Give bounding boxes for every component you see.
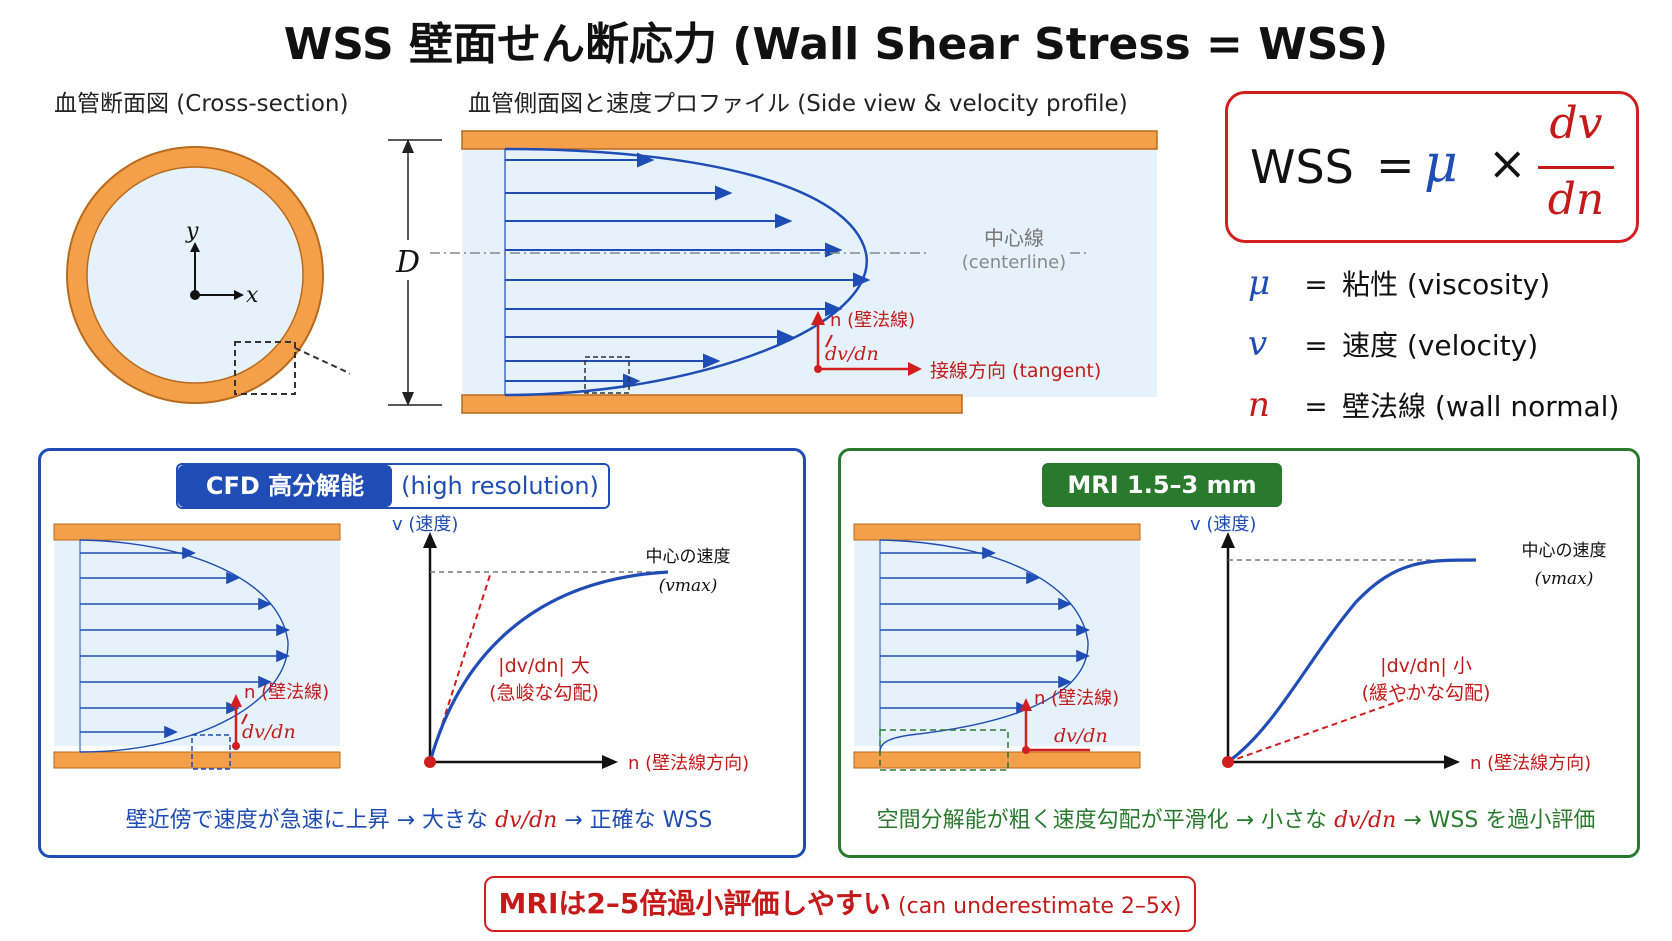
- side-gradient-label: dv/dn: [825, 343, 879, 365]
- cfd-caption-b: dv/dn: [495, 808, 558, 833]
- formula-times: ×: [1488, 136, 1527, 190]
- cfd-gradient-label: dv/dn: [242, 721, 296, 743]
- legend-mu-symbol: μ: [1248, 263, 1271, 303]
- cfd-y-axis-label: v (速度): [392, 514, 458, 535]
- mri-vmax: (vmax): [1535, 569, 1594, 589]
- centerline-en-label: (centerline): [962, 252, 1066, 273]
- mri-gradient-label: dv/dn: [1054, 725, 1108, 747]
- mri-x-axis-label: n (壁法線方向): [1470, 753, 1591, 774]
- bottom-wall: [461, 394, 963, 414]
- cfd-caption-c: → 正確な WSS: [557, 808, 713, 833]
- cfd-normal-label: n (壁法線): [244, 682, 329, 703]
- cfd-tag-dark: CFD 高分解能: [178, 465, 392, 507]
- top-wall: [461, 130, 1158, 150]
- cfd-x-axis-label: n (壁法線方向): [628, 753, 749, 774]
- velocity-arrows: [505, 152, 871, 389]
- legend-v-eq: =: [1304, 329, 1328, 362]
- zoom-connector: [294, 347, 350, 375]
- tangent-label: 接線方向 (tangent): [930, 360, 1101, 382]
- formula-mu: μ: [1424, 134, 1458, 194]
- cfd-slope-label-1: |dv/dn| 大: [498, 655, 590, 677]
- banner-weak: (can underestimate 2–5x): [891, 894, 1182, 919]
- origin-dot: [190, 290, 200, 300]
- cfd-caption-a: 壁近傍で速度が急速に上昇 → 大きな: [125, 808, 496, 833]
- zoom-box: [234, 341, 296, 395]
- side-lumen: [462, 147, 1157, 397]
- mri-zoom-box: [879, 729, 1009, 771]
- legend-v-text: 速度 (velocity): [1342, 329, 1539, 362]
- banner-strong: MRIは2–5倍過小評価しやすい: [498, 887, 892, 920]
- velocity-profile-curve: [504, 147, 868, 397]
- mri-caption: 空間分解能が粗く速度勾配が平滑化 → 小さな dv/dn → WSS を過小評価: [840, 802, 1632, 834]
- mri-caption-b: dv/dn: [1334, 808, 1397, 833]
- legend-n-eq: =: [1304, 390, 1328, 423]
- side-view-heading: 血管側面図と速度プロファイル (Side view & velocity pro…: [468, 91, 1128, 117]
- wss-formula-box: WSS = μ × dv dn: [1225, 91, 1639, 243]
- cfd-vmax: (vmax): [659, 576, 718, 596]
- mri-velocity-curve: [1227, 558, 1477, 764]
- legend-mu-text: 粘性 (viscosity): [1342, 268, 1551, 301]
- cross-section-heading: 血管断面図 (Cross-section): [54, 91, 349, 117]
- page-title: WSS 壁面せん断応力 (Wall Shear Stress = WSS): [283, 19, 1389, 70]
- mri-velocity-arrows: [880, 546, 1090, 715]
- mri-normal-label: n (壁法線): [1034, 688, 1119, 709]
- cfd-center-speed: 中心の速度: [646, 547, 731, 567]
- mri-tangent-line: [1227, 697, 1409, 763]
- legend-n: n = 壁法線 (wall normal): [1248, 385, 1619, 425]
- cfd-caption: 壁近傍で速度が急速に上昇 → 大きな dv/dn → 正確な WSS: [40, 802, 798, 834]
- cfd-gradient-chart: v (速度) n (壁法線方向) 中心の速度 (vmax) |dv/dn| 大 …: [392, 514, 749, 774]
- mri-tag: MRI 1.5–3 mm: [1042, 463, 1282, 507]
- mri-slope-label-2: (緩やかな勾配): [1362, 682, 1491, 704]
- cfd-tag: CFD 高分解能 (high resolution): [176, 463, 610, 509]
- formula-numerator: dv: [1549, 98, 1603, 149]
- legend-mu-eq: =: [1304, 268, 1328, 301]
- mri-center-speed: 中心の速度: [1522, 541, 1607, 561]
- axis-x-label: x: [246, 283, 259, 308]
- legend-mu: μ = 粘性 (viscosity): [1248, 263, 1550, 303]
- mri-gradient-chart: v (速度) n (壁法線方向) 中心の速度 (vmax) |dv/dn| 小 …: [1190, 514, 1607, 774]
- cfd-slope-label-2: (急峻な勾配): [489, 682, 599, 704]
- legend-n-text: 壁法線 (wall normal): [1342, 390, 1620, 423]
- legend-v: v = 速度 (velocity): [1248, 324, 1538, 364]
- mri-slope-label-1: |dv/dn| 小: [1380, 655, 1472, 677]
- cfd-profile-diagram: n (壁法線) dv/dn: [53, 523, 341, 770]
- formula-equals: =: [1376, 138, 1415, 192]
- mri-caption-a: 空間分解能が粗く速度勾配が平滑化 → 小さな: [876, 808, 1335, 833]
- legend-v-symbol: v: [1248, 324, 1268, 364]
- mri-profile-diagram: n (壁法線) dv/dn: [853, 523, 1141, 771]
- diameter-label: D: [395, 245, 420, 280]
- axis-y-label: y: [185, 219, 199, 244]
- cross-section-diagram: y x: [66, 146, 350, 404]
- side-view-diagram: D 中心線 (centerline) n (壁法線) dv/dn 接線方向 (t…: [388, 130, 1158, 414]
- cfd-tag-light: (high resolution): [392, 465, 608, 507]
- centerline-label: 中心線: [984, 226, 1044, 250]
- mri-caption-c: → WSS を過小評価: [1396, 808, 1596, 833]
- formula-lhs: WSS: [1250, 140, 1354, 194]
- cfd-velocity-curve: [428, 570, 669, 763]
- formula-denominator: dn: [1547, 174, 1605, 225]
- underestimate-banner: MRIは2–5倍過小評価しやすい (can underestimate 2–5x…: [484, 876, 1196, 932]
- formula-fraction-bar: [1538, 166, 1614, 169]
- mri-y-axis-label: v (速度): [1190, 514, 1256, 535]
- cfd-velocity-arrows: [80, 546, 290, 739]
- legend-n-symbol: n: [1248, 385, 1270, 425]
- cfd-zoom-box: [191, 734, 231, 770]
- side-normal-label: n (壁法線): [830, 310, 915, 331]
